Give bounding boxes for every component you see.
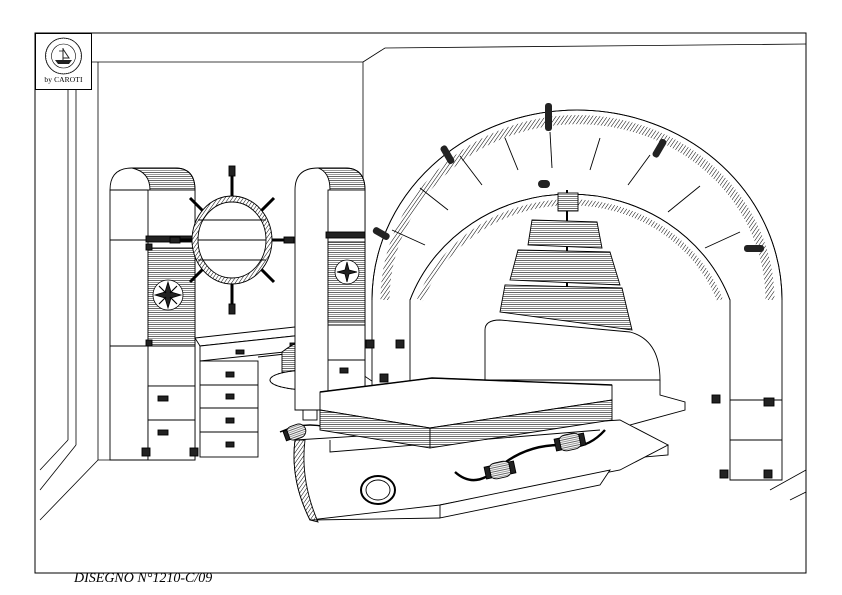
right-tall-cabinet (294, 167, 366, 411)
caroti-logo: by CAROTI (35, 33, 92, 90)
mattress (319, 377, 613, 449)
headboard (484, 319, 686, 461)
arch-spoke-handles (372, 103, 764, 252)
drawing-number: DISEGNO N°1210-C/09 (74, 571, 213, 586)
compass-rose-icon (334, 259, 360, 285)
rope-bumpers (282, 423, 606, 482)
ship-wheel-icon (169, 165, 295, 315)
compass-rose-icon (152, 279, 184, 311)
logo-by-line: by CAROTI (44, 75, 83, 84)
room-walls (39, 43, 807, 521)
porthole-icon (360, 475, 396, 505)
sail-icon (499, 190, 633, 331)
sheet-frame (34, 32, 807, 574)
ship-seal-logo-icon (45, 37, 82, 75)
left-tall-cabinet (109, 167, 199, 461)
